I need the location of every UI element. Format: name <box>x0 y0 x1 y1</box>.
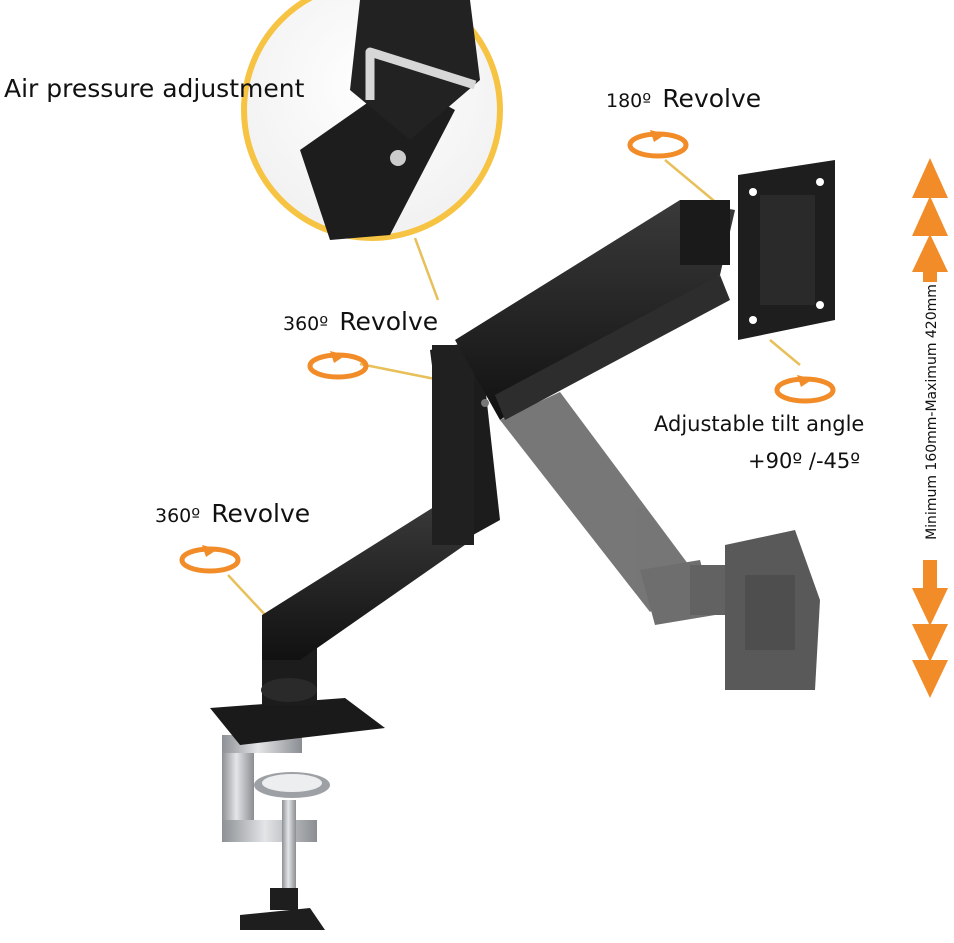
tilt-title-label: Adjustable tilt angle <box>654 412 865 436</box>
height-range-label: Minimum 160mm-Maximum 420mm <box>924 284 940 540</box>
revolve-low-word: Revolve <box>211 499 311 528</box>
hex-key-icon <box>365 47 477 100</box>
desk-clamp <box>210 698 385 930</box>
air-pressure-callout <box>241 0 503 241</box>
rotate-arrow-icon <box>307 351 369 380</box>
leader-lines <box>227 159 801 619</box>
revolve-low-label: 360º Revolve <box>155 501 310 526</box>
revolve-mid-label: 360º Revolve <box>283 309 438 334</box>
revolve-top-degrees: 180º <box>606 90 652 112</box>
revolve-mid-word: Revolve <box>339 307 439 336</box>
air-pressure-label: Air pressure adjustment <box>4 74 305 103</box>
revolve-top-label: 180º Revolve <box>606 86 761 111</box>
vesa-plate-upper <box>738 160 835 340</box>
revolve-top-word: Revolve <box>662 84 762 113</box>
lower-arm-ghost <box>500 392 820 690</box>
rotate-arrow-icon <box>774 375 836 404</box>
rotate-arrow-icon <box>179 545 241 574</box>
revolve-low-degrees: 360º <box>155 505 201 527</box>
height-arrow-icon <box>912 158 948 698</box>
rotate-arrow-icon <box>627 130 689 159</box>
revolve-mid-degrees: 360º <box>283 313 329 335</box>
tilt-range-label: +90º /-45º <box>748 449 861 473</box>
monitor-arm <box>261 200 735 705</box>
